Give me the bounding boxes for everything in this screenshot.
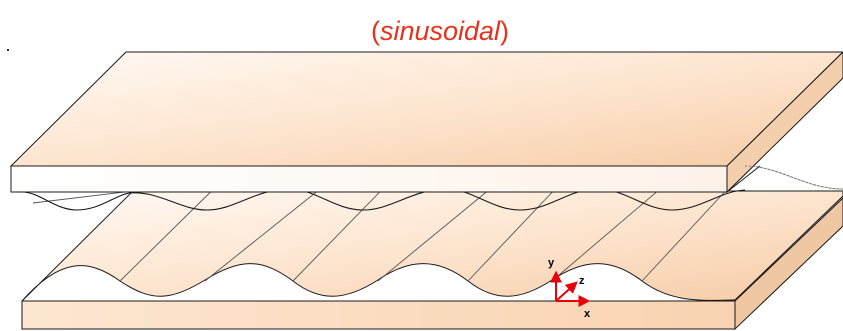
upper-plate-front-face	[10, 165, 728, 193]
x-axis-label: x	[584, 308, 591, 320]
lower-plate	[21, 190, 843, 331]
z-axis-arrow	[555, 281, 578, 302]
coordinate-axes: y z x	[548, 257, 591, 320]
title-open-paren: (	[371, 16, 380, 46]
right-wave-continuation	[744, 165, 843, 190]
upper-plate-top-surface	[9, 51, 843, 167]
generator-line	[32, 190, 134, 204]
y-axis-label: y	[548, 257, 555, 269]
upper-plate	[9, 51, 843, 194]
diagram-title: (sinusoidal)	[371, 16, 509, 46]
z-axis-label: z	[579, 275, 585, 287]
lower-plate-right-face	[734, 197, 843, 331]
generator-line	[551, 188, 661, 282]
title-word: sinusoidal	[380, 16, 501, 46]
upper-plate-right-face	[726, 51, 843, 194]
stray-dot	[7, 49, 9, 51]
upper-wave	[21, 188, 746, 211]
generator-line	[377, 188, 491, 282]
generator-line	[204, 188, 321, 282]
lower-plate-front-face	[21, 300, 736, 330]
right-edge-link	[726, 165, 761, 193]
lower-plate-top-surface	[21, 190, 843, 302]
title-close-paren: )	[500, 16, 509, 46]
